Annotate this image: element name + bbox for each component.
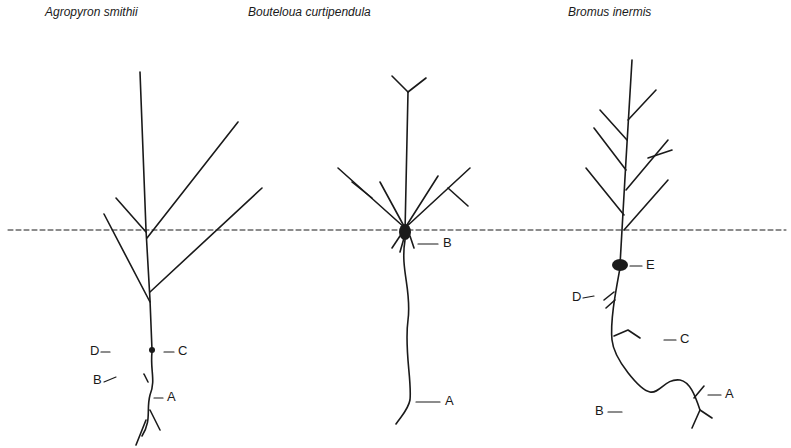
part-letter: A [724,387,735,401]
leader-lines [101,244,721,412]
bromus-plant [586,60,712,428]
bouteloua-plant [338,76,470,424]
species-name: Agropyron smithii [44,6,139,19]
soil-line [8,230,786,231]
part-letter: B [92,373,103,387]
agropyron-plant [104,72,262,445]
part-letter: D [89,344,100,358]
part-letter: B [594,404,605,418]
species-name: Bromus inermis [567,6,652,19]
part-letter: B [442,236,453,250]
crown-node [399,224,411,240]
crown-node [149,347,155,353]
part-letter: E [645,258,656,272]
part-letter: C [679,332,690,346]
part-letter: A [444,394,455,408]
crown-node [612,259,628,271]
part-letter: C [177,344,188,358]
part-letter: D [571,290,582,304]
part-letter: A [166,390,177,404]
species-name: Bouteloua curtipendula [247,6,372,19]
